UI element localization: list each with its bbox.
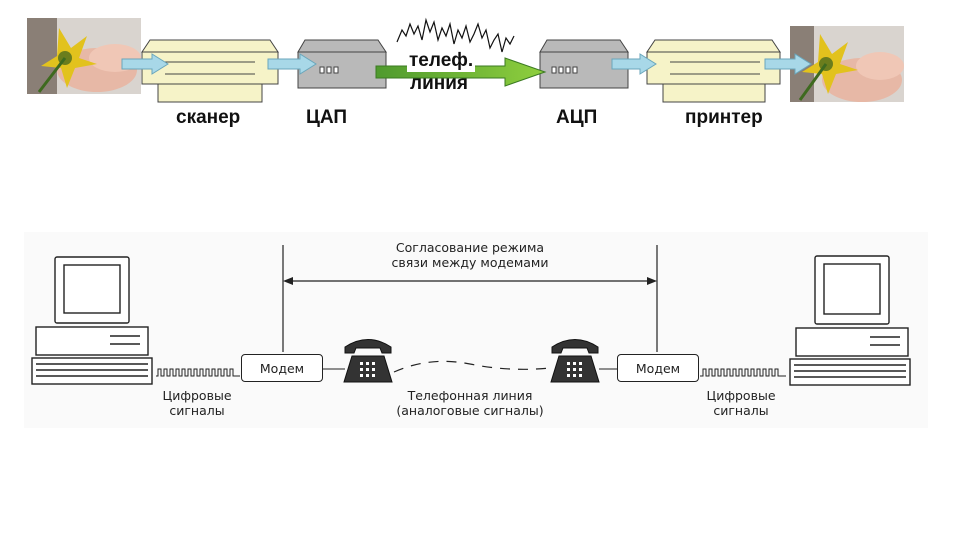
digital-signals-right-2: сигналы bbox=[713, 403, 769, 418]
scanner-icon bbox=[121, 17, 812, 103]
computer-icon-left bbox=[31, 256, 153, 385]
label-adc: АЦП bbox=[556, 107, 598, 128]
digital-signal-right bbox=[700, 368, 786, 377]
label-line-1: телеф. bbox=[407, 50, 476, 72]
telephone-icon-left bbox=[343, 339, 393, 383]
modem-left: Модем bbox=[241, 354, 323, 382]
telephone-icon-right bbox=[550, 339, 600, 383]
analog-signal-line bbox=[396, 17, 515, 53]
label-dac: ЦАП bbox=[306, 107, 348, 128]
analog-phone-line bbox=[393, 360, 551, 373]
negotiation-label-2: связи между модемами bbox=[391, 255, 549, 270]
negotiation-label-1: Согласование режима bbox=[395, 240, 545, 255]
modem-right: Модем bbox=[617, 354, 699, 382]
digital-signals-left-1: Цифровые bbox=[162, 388, 232, 403]
computer-icon-right bbox=[789, 255, 911, 386]
label-line-2: линия bbox=[410, 73, 468, 94]
label-printer: принтер bbox=[685, 107, 763, 128]
digital-signal-left bbox=[156, 368, 240, 377]
sender-photo-icon bbox=[27, 18, 141, 94]
phone-line-label-1: Телефонная линия bbox=[407, 388, 533, 403]
phone-line-label-2: (аналоговые сигналы) bbox=[396, 403, 544, 418]
digital-signals-right-1: Цифровые bbox=[706, 388, 776, 403]
green-arrow bbox=[375, 57, 547, 87]
digital-signals-left-2: сигналы bbox=[169, 403, 225, 418]
label-scanner: сканер bbox=[176, 107, 241, 128]
